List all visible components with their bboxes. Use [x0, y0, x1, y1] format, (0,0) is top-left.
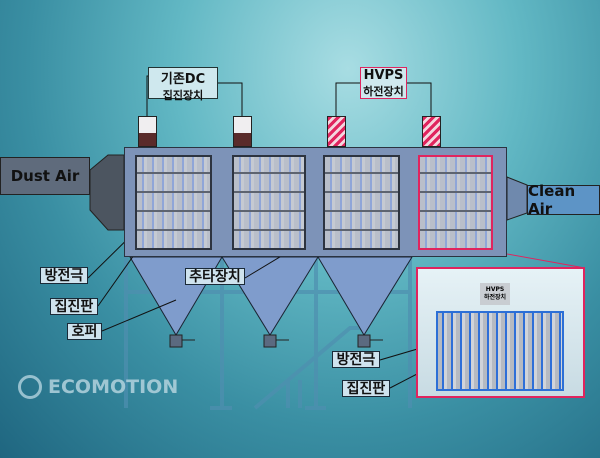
inset-detail: HVPS 하전장치 — [416, 267, 585, 398]
clean-air-outlet: Clean Air — [527, 182, 600, 218]
ecomotion-logo-text: ECOMOTION — [48, 376, 179, 398]
callout-rapper: 추타장치 — [185, 268, 245, 285]
inset-hvps: HVPS 하전장치 — [480, 283, 510, 305]
callout-collecting-plate: 집진판 — [50, 298, 98, 315]
dc-label-line2: 집진장치 — [162, 89, 204, 102]
hvps-label-line1: HVPS — [363, 68, 404, 83]
inset-callout-collecting-plate: 집진판 — [342, 380, 390, 397]
dc-label-line1: 기존DC — [160, 72, 206, 87]
inset-electrode-frame — [436, 311, 564, 391]
dc-unit-1 — [138, 116, 157, 147]
callout-hopper: 호퍼 — [67, 323, 102, 340]
ecomotion-logo-icon — [18, 375, 42, 399]
inlet-transition — [89, 154, 125, 231]
inset-hvps-sub: 하전장치 — [483, 294, 507, 301]
collector-field-1 — [135, 155, 212, 250]
collector-field-4 — [418, 155, 493, 250]
inset-hvps-label: HVPS — [485, 286, 505, 293]
collector-field-3 — [323, 155, 400, 250]
hvps-unit-2 — [422, 116, 441, 147]
dc-unit-2 — [233, 116, 252, 147]
collector-field-2 — [232, 155, 306, 250]
dc-collector-label: 기존DC 집진장치 — [148, 67, 218, 102]
hvps-label-line2: 하전장치 — [363, 85, 404, 98]
callout-discharge-electrode: 방전극 — [40, 267, 88, 284]
inset-callout-discharge-electrode: 방전극 — [332, 351, 380, 368]
hopper-3 — [317, 256, 413, 336]
hopper-2 — [221, 256, 319, 336]
hvps-unit-1 — [327, 116, 346, 147]
outlet-transition — [506, 176, 528, 221]
dust-air-inlet: Dust Air — [0, 157, 90, 195]
hvps-label: HVPS 하전장치 — [360, 67, 407, 99]
